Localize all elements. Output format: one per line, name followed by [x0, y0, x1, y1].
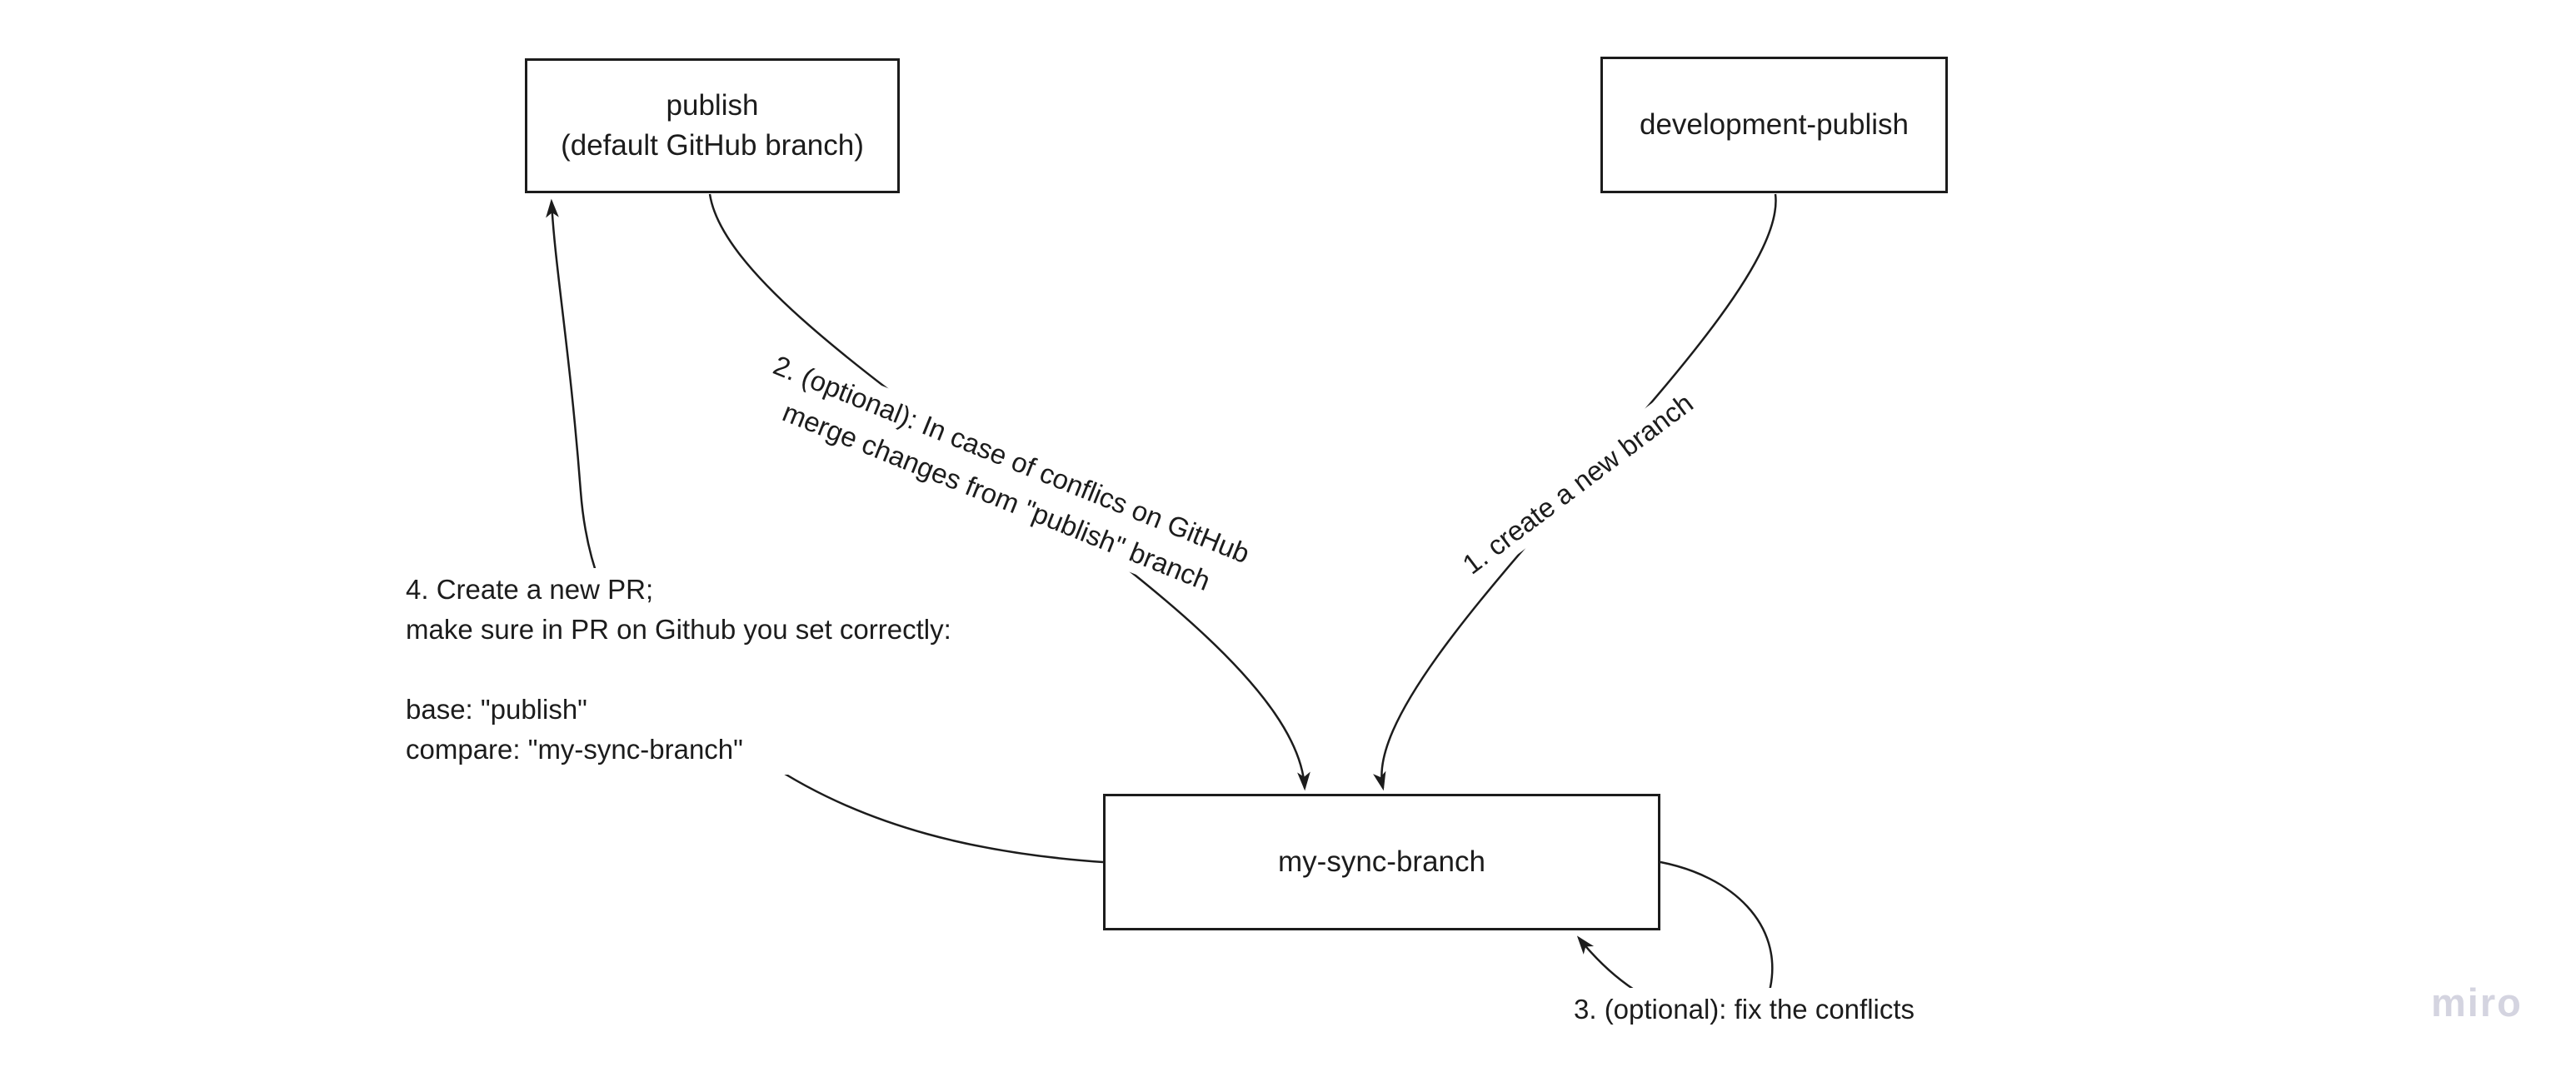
node-development-publish-branch[interactable]: development-publish	[1600, 57, 1948, 193]
node-my-sync-branch-label: my-sync-branch	[1278, 845, 1485, 878]
node-development-publish-label: development-publish	[1640, 108, 1909, 141]
node-publish-branch[interactable]: publish (default GitHub branch)	[525, 58, 900, 193]
annotation-step-3-fix-conflicts[interactable]: 3. (optional): fix the conflicts	[1574, 988, 1925, 1038]
miro-logo-watermark: miro	[2431, 980, 2523, 1025]
node-my-sync-branch[interactable]: my-sync-branch	[1103, 794, 1660, 930]
annotation-step-4-create-pr[interactable]: 4. Create a new PR; make sure in PR on G…	[406, 568, 961, 775]
node-publish-label: publish (default GitHub branch)	[561, 89, 864, 162]
